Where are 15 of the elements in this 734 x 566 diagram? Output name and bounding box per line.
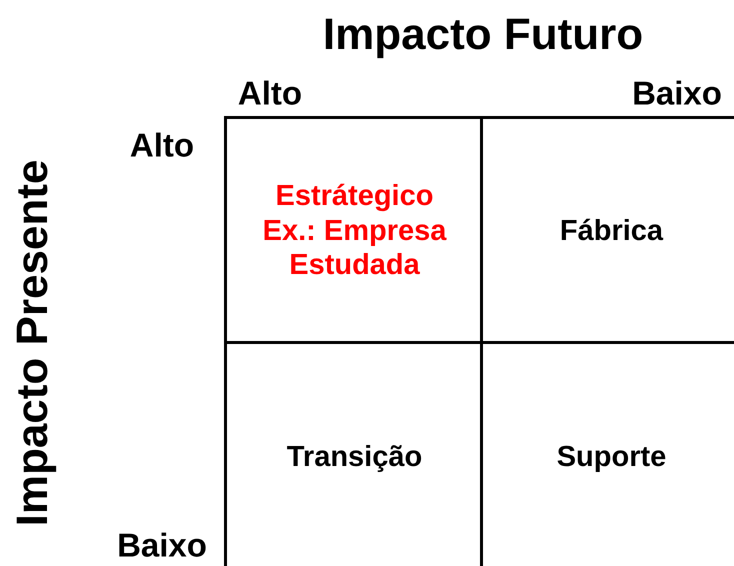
cell-text: Suporte [556,440,666,475]
matrix-cell [480,341,734,566]
axis-label: Alto [130,128,194,162]
cell-text: Transição [286,440,422,475]
axis-label: Baixo [632,76,722,110]
cell-text: Ex.: Empresa Estudada [262,214,448,284]
matrix-cell [480,116,734,343]
axis-title: Impacto Futuro [322,13,644,57]
cell-text: Estrátegico [276,178,434,214]
axis-label: Baixo [117,528,207,562]
axis-title: Impacto Presente [11,160,55,526]
cell-text: Fábrica [560,214,664,248]
matrix-cell [224,116,482,343]
axis-label: Alto [238,76,302,110]
matrix-cell [224,341,482,566]
